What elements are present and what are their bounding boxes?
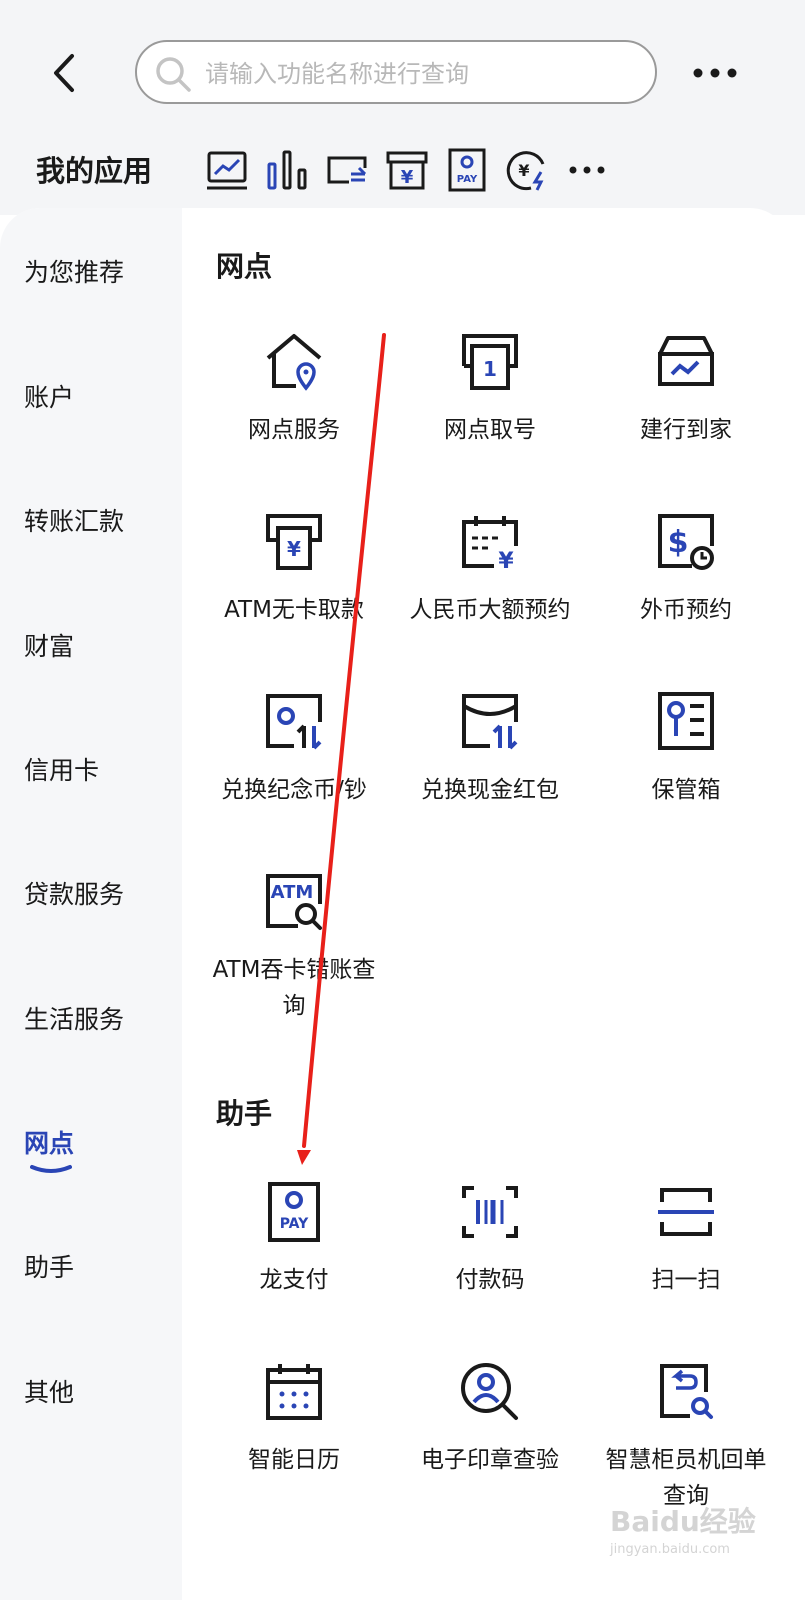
svg-text:$: $ xyxy=(668,525,689,560)
sidebar-item-loan[interactable]: 贷款服务 xyxy=(24,880,125,909)
watermark: Baidu经验 jingyan.baidu.com xyxy=(610,1505,756,1557)
sidebar-item-assistant[interactable]: 助手 xyxy=(24,1253,75,1282)
app-atm-card-swallowed-query[interactable]: ATM ATM吞卡错账查询 xyxy=(196,870,392,1024)
sidebar-item-recommend[interactable]: 为您推荐 xyxy=(24,258,125,287)
atm-search-icon: ATM xyxy=(266,874,322,930)
svg-text:¥: ¥ xyxy=(518,161,529,180)
app-cash-red-envelope[interactable]: 兑换现金红包 xyxy=(392,690,588,808)
queue-ticket-icon: 1 xyxy=(462,334,518,390)
app-label: 付款码 xyxy=(455,1267,525,1293)
app-atm-cardless[interactable]: ¥ ATM无卡取款 xyxy=(196,510,392,628)
app-scan[interactable]: 扫一扫 xyxy=(588,1180,784,1298)
app-label: 智能日历 xyxy=(248,1447,340,1473)
svg-text:PAY: PAY xyxy=(457,174,478,185)
app-label: 智慧柜员机回单查询 xyxy=(605,1447,767,1509)
calendar-yuan-icon: ¥ xyxy=(462,516,518,574)
app-label: 网点取号 xyxy=(444,417,536,443)
svg-text:ATM: ATM xyxy=(271,882,314,903)
app-label: 网点服务 xyxy=(248,417,340,443)
app-label: 电子印章查验 xyxy=(421,1447,559,1473)
longpay-icon[interactable]: PAY xyxy=(445,148,489,192)
app-rmb-large-reservation[interactable]: ¥ 人民币大额预约 xyxy=(392,510,588,628)
box-delivery-icon xyxy=(658,336,714,386)
card-transfer-icon[interactable] xyxy=(325,148,369,192)
section-title-branch: 网点 xyxy=(216,250,273,283)
app-longpay[interactable]: PAY 龙支付 xyxy=(196,1180,392,1298)
app-ccb-home[interactable]: 建行到家 xyxy=(588,330,784,448)
svg-text:PAY: PAY xyxy=(280,1216,309,1232)
sidebar-item-life[interactable]: 生活服务 xyxy=(24,1005,125,1034)
app-branch-service[interactable]: 网点服务 xyxy=(196,330,392,448)
seal-search-icon xyxy=(461,1363,518,1420)
barcode-icon xyxy=(462,1186,518,1238)
app-smart-teller-receipt-query[interactable]: 智慧柜员机回单查询 xyxy=(588,1360,784,1514)
sidebar-item-wealth[interactable]: 财富 xyxy=(24,632,75,661)
svg-text:¥: ¥ xyxy=(401,167,414,188)
app-label: 外币预约 xyxy=(640,597,732,623)
atm-cash-icon: ¥ xyxy=(266,514,322,570)
svg-text:¥: ¥ xyxy=(287,537,301,561)
app-branch-queue[interactable]: 1 网点取号 xyxy=(392,330,588,448)
svg-text:1: 1 xyxy=(483,357,497,381)
app-label: ATM吞卡错账查询 xyxy=(212,957,376,1019)
back-arrow-icon[interactable] xyxy=(40,48,90,98)
app-safe-deposit-box[interactable]: 保管箱 xyxy=(588,690,784,808)
yuan-box-icon[interactable]: ¥ xyxy=(385,148,429,192)
sidebar-item-account[interactable]: 账户 xyxy=(24,383,75,412)
app-label: 扫一扫 xyxy=(651,1267,721,1293)
house-location-icon xyxy=(266,334,322,391)
red-envelope-exchange-icon xyxy=(462,694,518,750)
more-options-icon[interactable] xyxy=(690,58,740,88)
longpay-icon: PAY xyxy=(268,1182,320,1242)
app-foreign-currency-reservation[interactable]: $ 外币预约 xyxy=(588,510,784,628)
bar-chart-icon[interactable] xyxy=(265,148,309,192)
app-label: 兑换现金红包 xyxy=(421,777,559,803)
coin-exchange-icon xyxy=(266,694,322,750)
sidebar-item-credit-card[interactable]: 信用卡 xyxy=(24,756,100,785)
app-payment-code[interactable]: 付款码 xyxy=(392,1180,588,1298)
sidebar-item-other[interactable]: 其他 xyxy=(24,1378,75,1407)
category-sidebar xyxy=(0,208,182,1600)
app-label: 兑换纪念币/钞 xyxy=(221,777,367,803)
scan-icon xyxy=(658,1188,714,1236)
app-commemorative-coin[interactable]: 兑换纪念币/钞 xyxy=(196,690,392,808)
receipt-search-icon xyxy=(660,1364,713,1419)
app-label: 建行到家 xyxy=(640,417,732,443)
my-apps-shortcuts: ¥ PAY ¥ xyxy=(205,148,625,192)
app-label: 龙支付 xyxy=(259,1267,329,1293)
trend-chart-icon[interactable] xyxy=(205,148,249,192)
app-e-seal-verification[interactable]: 电子印章查验 xyxy=(392,1360,588,1478)
svg-text:¥: ¥ xyxy=(498,549,514,574)
sidebar-item-branch[interactable]: 网点 xyxy=(24,1129,75,1158)
app-smart-calendar[interactable]: 智能日历 xyxy=(196,1360,392,1478)
search-icon xyxy=(156,57,191,92)
safe-box-icon xyxy=(658,692,714,750)
section-title-assistant: 助手 xyxy=(216,1097,273,1130)
sidebar-item-transfer[interactable]: 转账汇款 xyxy=(24,507,125,536)
calendar-icon xyxy=(266,1364,322,1420)
active-tab-indicator xyxy=(30,1165,72,1173)
app-label: 保管箱 xyxy=(651,777,721,803)
app-label: 人民币大额预约 xyxy=(409,597,571,623)
search-box[interactable] xyxy=(135,40,657,104)
yuan-exchange-icon[interactable]: ¥ xyxy=(505,148,549,192)
dollar-clock-icon: $ xyxy=(658,514,714,570)
top-bar xyxy=(0,0,805,215)
app-label: ATM无卡取款 xyxy=(224,597,364,623)
more-icon[interactable] xyxy=(565,148,609,192)
my-apps-title: 我的应用 xyxy=(36,154,153,188)
search-input[interactable] xyxy=(203,54,627,94)
